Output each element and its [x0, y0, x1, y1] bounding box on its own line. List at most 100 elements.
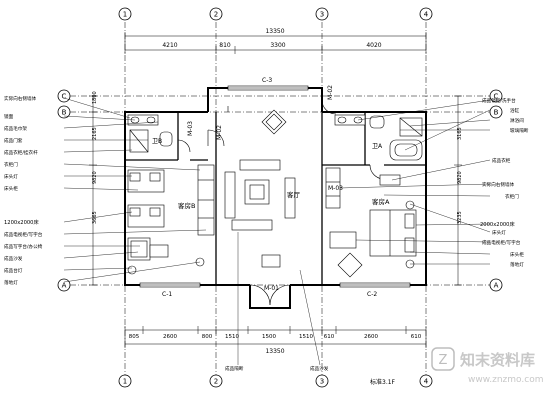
svg-text:1510: 1510	[299, 334, 313, 340]
room-living: 客厅	[287, 190, 301, 199]
axis-bubble-2	[209, 7, 223, 21]
note-bottom-0: 成品隔断	[225, 365, 244, 372]
svg-text:4: 4	[424, 378, 429, 386]
svg-text:4210: 4210	[162, 42, 177, 49]
top-dimensions	[124, 32, 427, 54]
svg-text:805: 805	[129, 334, 140, 340]
guest-room-b-furniture	[127, 164, 215, 275]
bathroom-a	[334, 114, 423, 161]
note-left-13: 落地灯	[4, 279, 18, 286]
room-guest-a: 客房A	[372, 197, 390, 206]
svg-text:1: 1	[123, 378, 127, 386]
svg-text:2600: 2600	[364, 334, 378, 340]
axis-bubble-B	[57, 105, 71, 119]
svg-text:B: B	[62, 109, 67, 117]
watermark: Z 知末资料库 www.znzmo.com	[431, 347, 543, 385]
note-left-7: 床头柜	[4, 185, 18, 192]
watermark-brand: 知末资料库	[460, 351, 535, 369]
svg-text:C: C	[62, 93, 67, 101]
tag-m02: M-02	[216, 125, 223, 140]
svg-text:3235: 3235	[457, 211, 463, 224]
left-dimensions	[89, 95, 97, 286]
note-right-5: 实际向右侧墙体	[482, 181, 515, 188]
living-furniture	[224, 106, 296, 268]
axis-bubble-A	[57, 278, 71, 292]
note-right-7: 2000x2000床	[480, 220, 515, 228]
bottom-total-dim: 13350	[265, 348, 284, 355]
tag-m03a: M-03	[187, 121, 194, 136]
note-right-11: 落地灯	[510, 261, 524, 268]
room-bath-a: 卫A	[372, 143, 383, 150]
note-left-5: 衣柜门	[4, 161, 18, 168]
left-leaders	[63, 97, 207, 283]
door-m01-left	[249, 284, 271, 306]
axis-bubble-1	[118, 7, 132, 21]
tag-c1: C-1	[162, 291, 172, 298]
note-right-2: 淋浴间	[510, 117, 524, 124]
watermark-url: www.znzmo.com	[468, 375, 543, 385]
svg-text:3165: 3165	[457, 127, 463, 140]
room-bath-b: 卫B	[152, 138, 162, 145]
note-right-1: 浴缸	[510, 107, 520, 114]
svg-text:2: 2	[214, 378, 218, 386]
right-dimensions	[454, 95, 462, 286]
svg-text:C: C	[494, 93, 499, 101]
tag-m02b: M-02	[327, 85, 334, 100]
axis-bubble-4	[419, 7, 433, 21]
top-total-dim: 13350	[265, 28, 284, 35]
svg-text:B: B	[494, 109, 499, 117]
svg-text:1: 1	[123, 11, 127, 19]
note-left-10: 成品写字台/办公椅	[4, 243, 43, 250]
note-left-3: 成品门套	[4, 137, 23, 144]
svg-text:9820: 9820	[92, 171, 98, 184]
tag-m01: M-01	[264, 285, 279, 292]
right-leaders	[339, 99, 491, 265]
svg-text:1500: 1500	[262, 334, 276, 340]
windows	[139, 85, 411, 288]
svg-text:3: 3	[320, 378, 324, 386]
svg-text:Z: Z	[439, 353, 448, 368]
svg-text:2600: 2600	[163, 334, 177, 340]
svg-text:610: 610	[324, 334, 335, 340]
note-left-8: 1200x2000床	[4, 218, 39, 226]
axis-bubbles	[57, 7, 503, 388]
svg-text:A: A	[494, 282, 499, 290]
note-right-6: 衣柜门	[505, 193, 519, 200]
svg-text:3: 3	[320, 11, 324, 19]
svg-text:2: 2	[214, 11, 218, 19]
note-right-8: 床头灯	[492, 229, 506, 236]
note-left-9: 成品电视柜/写字台	[4, 231, 43, 238]
axis-bubble-3	[315, 7, 329, 21]
svg-text:1510: 1510	[225, 334, 239, 340]
bathroom-b	[127, 114, 173, 153]
door-m02	[207, 129, 225, 147]
note-left-12: 成品台灯	[4, 267, 23, 274]
tag-m03b: M-03	[328, 185, 343, 192]
svg-text:800: 800	[202, 334, 213, 340]
svg-text:3300: 3300	[270, 42, 285, 49]
note-left-6: 床头灯	[4, 173, 18, 180]
svg-text:4020: 4020	[366, 42, 381, 49]
note-right-9: 成品电视柜/写字台	[482, 239, 521, 246]
note-left-2: 成品毛巾架	[4, 125, 27, 132]
svg-text:810: 810	[219, 42, 231, 49]
note-left-4: 成品衣柜/挂衣杆	[4, 149, 38, 156]
note-right-10: 床头柜	[510, 251, 524, 258]
svg-text:610: 610	[411, 334, 422, 340]
note-bottom-1: 成品沙发	[310, 365, 329, 372]
logo-icon	[431, 347, 455, 371]
room-guest-b: 客房B	[178, 201, 195, 210]
drawing-footer: 标准3.1F	[370, 378, 396, 386]
note-right-3: 玻璃隔断	[510, 127, 529, 134]
note-right-0: 成品镜柜/洗手台	[482, 97, 516, 104]
axis-labels: 1 2 3 4 1 2 3 4 C B A C B A	[62, 11, 499, 386]
doors	[177, 99, 385, 306]
door-m02b	[321, 99, 337, 115]
svg-text:2165: 2165	[92, 127, 98, 140]
note-right-4: 成品衣柜	[492, 157, 511, 164]
svg-text:4: 4	[424, 11, 429, 19]
note-left-0: 实际向右侧墙体	[4, 95, 37, 102]
note-left-11: 成品沙发	[4, 255, 23, 262]
svg-text:A: A	[62, 282, 67, 290]
